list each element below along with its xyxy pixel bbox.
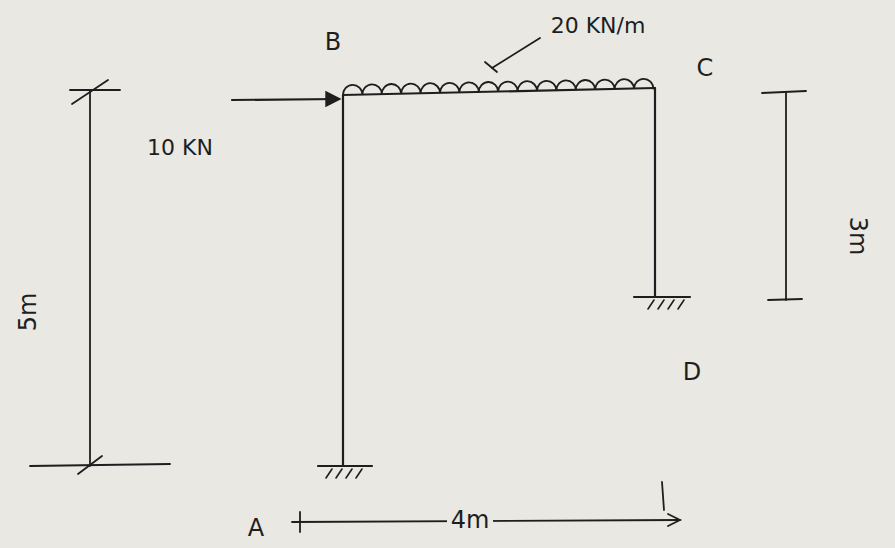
dimension-extension — [30, 464, 170, 466]
dimension-line — [785, 93, 787, 300]
load-arrow — [232, 99, 338, 100]
fixed-support — [634, 296, 690, 298]
joint-label: A — [248, 516, 264, 540]
dimension-tick — [762, 91, 806, 93]
dimension-label: 4m — [447, 508, 494, 532]
load-label: 10 KN — [147, 137, 213, 159]
arrow-head — [326, 92, 340, 106]
dimension-line — [89, 90, 91, 466]
leader-line — [492, 38, 540, 68]
joint-label: D — [683, 360, 701, 384]
column-cd — [654, 88, 656, 296]
support-hatch — [648, 300, 684, 309]
dimension-tick — [299, 512, 301, 532]
udl-symbol — [343, 79, 653, 95]
dimension-label: 3m — [846, 217, 870, 256]
support-hatch — [326, 469, 362, 478]
fixed-support — [318, 465, 372, 467]
dimension-tick — [78, 456, 102, 474]
load-label: 20 KN/m — [551, 15, 646, 37]
column-ab — [342, 95, 344, 465]
dimension-tick — [662, 482, 664, 510]
dimension-tick — [72, 80, 108, 104]
joint-label: B — [325, 30, 341, 54]
dimension-label: 5m — [16, 293, 40, 332]
dimension-arrow — [668, 514, 680, 526]
joint-label: C — [697, 56, 714, 80]
dimension-tick — [768, 299, 802, 300]
leader-tick — [485, 62, 497, 72]
